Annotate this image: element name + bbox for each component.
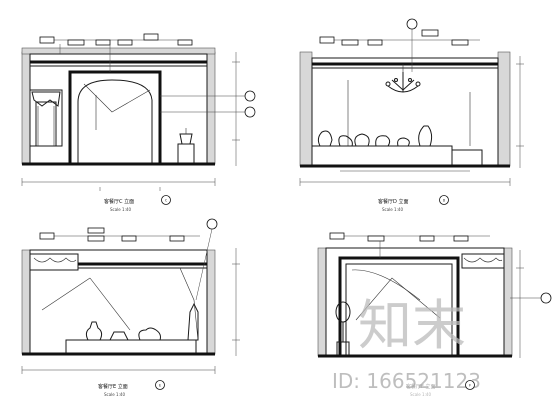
view-c-title: 客餐厅C 立面	[104, 198, 134, 205]
section-marker-letter-f: F	[469, 384, 471, 388]
watermark: 知末 ID: 166521123	[332, 294, 481, 393]
elevation-view-c	[21, 33, 256, 191]
watermark-id: ID: 166521123	[332, 369, 481, 393]
elevation-view-e	[21, 218, 240, 374]
section-marker-letter-c: C	[165, 199, 167, 203]
watermark-logo: 知末	[358, 294, 466, 357]
view-c-scale: Scale 1:40	[110, 207, 131, 212]
section-marker-letter-d: D	[443, 199, 445, 203]
section-marker-f	[465, 380, 475, 390]
section-marker-d	[439, 195, 449, 205]
view-d-scale: Scale 1:40	[382, 207, 403, 212]
view-f-title: 客餐厅F 立面	[406, 383, 435, 390]
section-marker-c	[161, 195, 171, 205]
section-marker-e	[155, 380, 165, 390]
view-e-scale: Scale 1:40	[104, 392, 125, 397]
view-d-title: 客餐厅D 立面	[378, 198, 408, 205]
view-e-title: 客餐厅E 立面	[98, 383, 128, 390]
elevation-view-f	[317, 232, 552, 358]
elevation-view-d	[299, 18, 524, 186]
section-marker-letter-e: E	[159, 384, 161, 388]
view-f-scale: Scale 1:40	[410, 392, 431, 397]
